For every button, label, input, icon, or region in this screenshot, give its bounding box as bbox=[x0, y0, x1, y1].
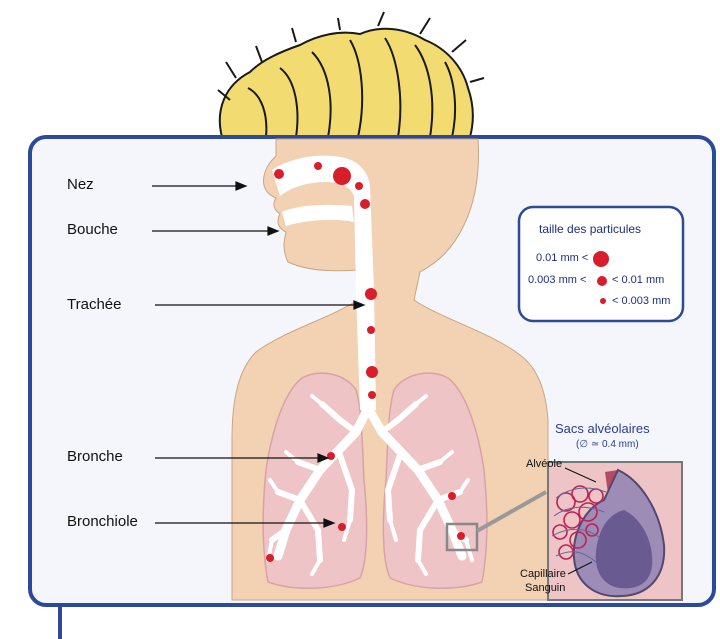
legend-medium-label-right: < 0.01 mm bbox=[612, 274, 664, 286]
particle bbox=[355, 182, 363, 190]
hair bbox=[218, 12, 484, 137]
particle bbox=[366, 366, 378, 378]
particle bbox=[314, 162, 322, 170]
particle bbox=[360, 199, 370, 209]
legend-medium-label-left: 0.003 mm < bbox=[528, 274, 586, 286]
label-capillary-line1: Capillaire bbox=[520, 567, 566, 581]
particle bbox=[327, 452, 335, 460]
legend-medium-dot bbox=[597, 276, 607, 286]
particle bbox=[448, 492, 456, 500]
label-capillary-line2: Sanguin bbox=[525, 581, 565, 595]
inset-subtitle: (∅ ≃ 0.4 mm) bbox=[576, 439, 639, 450]
legend-title: taille des particules bbox=[539, 222, 641, 236]
particle bbox=[274, 169, 284, 179]
label-alveolus: Alvéole bbox=[526, 457, 562, 471]
label-trachea: Trachée bbox=[67, 296, 121, 313]
particle bbox=[457, 532, 465, 540]
alveolar-sac-inset bbox=[548, 462, 682, 600]
legend-small-label: < 0.003 mm bbox=[612, 295, 670, 307]
particle bbox=[367, 326, 375, 334]
inset-title: Sacs alvéolaires bbox=[555, 421, 650, 436]
legend-large-label: 0.01 mm < bbox=[536, 252, 588, 264]
label-mouth: Bouche bbox=[67, 221, 118, 238]
label-bronchiole: Bronchiole bbox=[67, 513, 138, 530]
particle bbox=[338, 523, 346, 531]
legend-small-dot bbox=[600, 298, 606, 304]
particle bbox=[365, 288, 377, 300]
label-bronchus: Bronche bbox=[67, 448, 123, 465]
label-nose: Nez bbox=[67, 176, 94, 193]
particle bbox=[266, 554, 274, 562]
particle bbox=[368, 391, 376, 399]
particle bbox=[333, 167, 351, 185]
legend-large-dot bbox=[593, 251, 609, 267]
